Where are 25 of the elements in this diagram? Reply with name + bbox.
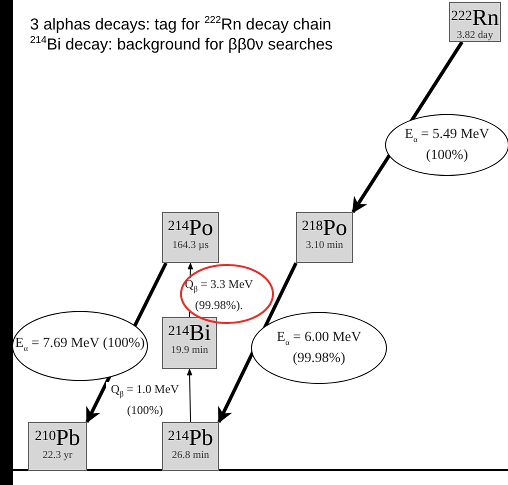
note-text: 3 alphas decays: tag for $^{222}$Rn decay chain — [30, 14, 332, 34]
half-life: 19.9 min — [170, 345, 210, 356]
nuclide-box — [296, 212, 353, 263]
nuclide-box — [28, 422, 87, 471]
edge-label: Q$_{β}$ = 3.3 MeV (99.98%). — [183, 278, 255, 312]
half-life: 22.3 yr — [42, 450, 74, 461]
energy-ellipse: E$_{α}$ = 5.49 MeV (100%) — [385, 114, 508, 176]
nuclide-symbol: $^{214}$Po — [166, 216, 214, 240]
half-life: 164.3 µs — [171, 240, 210, 251]
energy-ellipse: E$_{α}$ = 7.69 MeV (100%) — [12, 311, 148, 381]
energy-ellipse: E$_{α}$ = 6.00 MeV (99.98%) — [251, 312, 387, 384]
note-text: $^{214}$Bi decay: background for ββ0ν searches — [30, 34, 333, 54]
nuclide-symbol: $^{210}$Pb — [34, 426, 82, 450]
decay-arrow — [186, 368, 192, 422]
nuclide-box — [162, 317, 217, 369]
nuclide-symbol: $^{214}$Pb — [166, 426, 214, 450]
half-life: 3.82 day — [456, 30, 494, 41]
nuclide-box — [449, 2, 501, 42]
half-life: 3.10 min — [304, 240, 344, 251]
nuclide-symbol: $^{214}$Bi — [167, 321, 212, 345]
nuclide-box — [162, 212, 219, 263]
half-life: 26.8 min — [170, 450, 210, 461]
nuclide-symbol: $^{222}$Rn — [450, 6, 500, 30]
nuclide-symbol: $^{218}$Po — [300, 216, 348, 240]
nuclide-box — [162, 422, 219, 471]
